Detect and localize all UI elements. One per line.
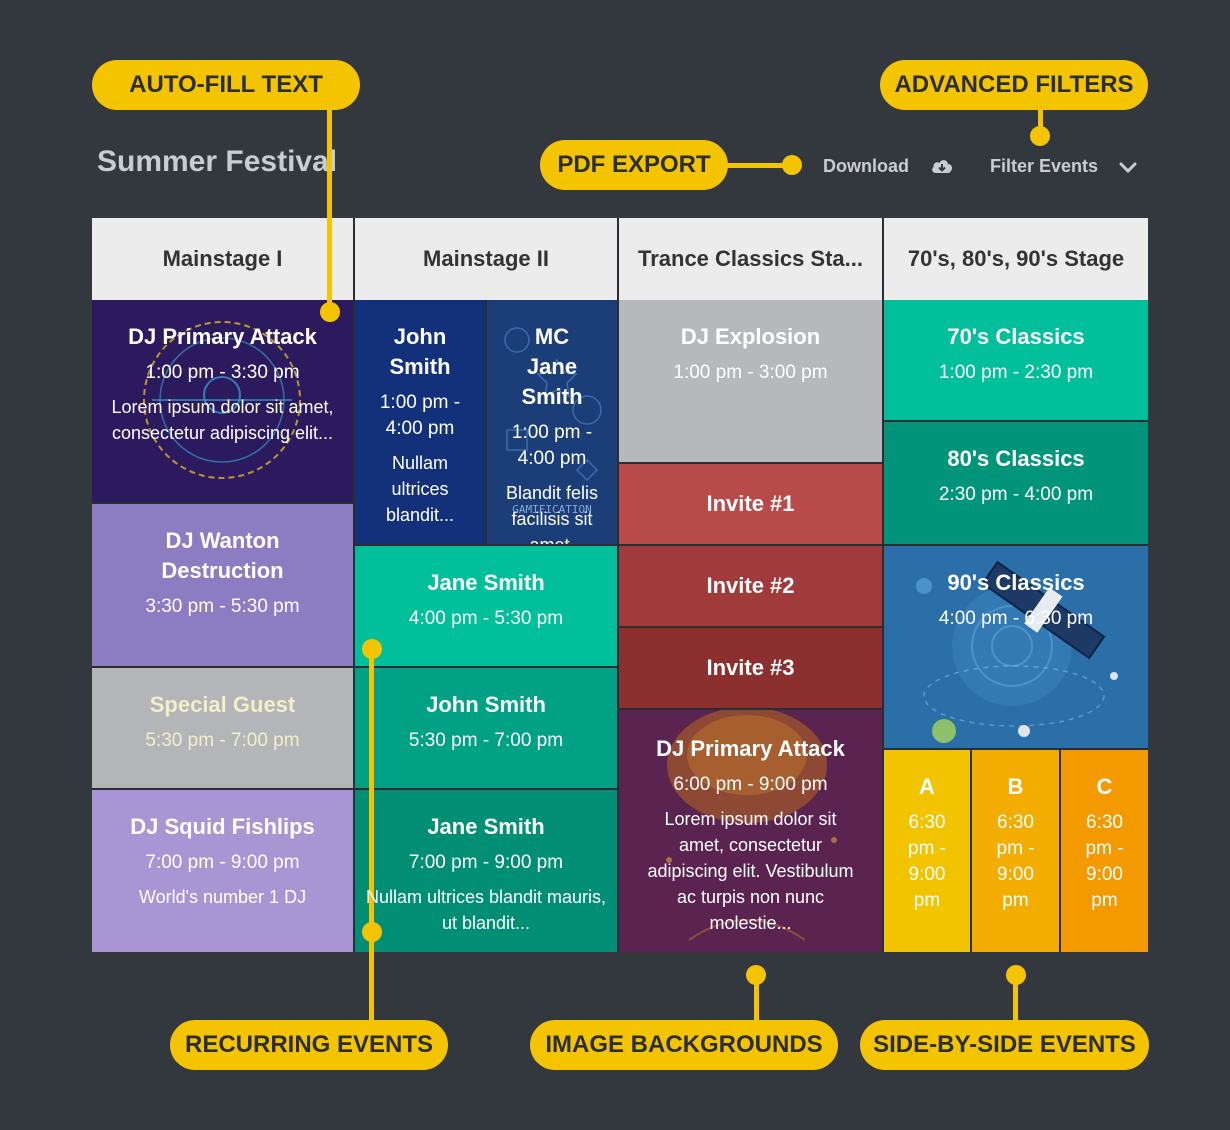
event-side-a[interactable]: A 6:30 pm - 9:00 pm xyxy=(884,750,970,952)
event-description: Lorem ipsum dolor sit amet, consectetur … xyxy=(111,397,334,443)
event-time: 7:00 pm - 9:00 pm xyxy=(408,852,564,873)
event-invite-1[interactable]: Invite #1 xyxy=(619,464,882,544)
event-description: Blandit felis facilisis sit amet. xyxy=(505,483,599,544)
event-title: DJ Wanton Destruction xyxy=(161,528,284,583)
event-side-b[interactable]: B 6:30 pm - 9:00 pm xyxy=(972,750,1059,952)
schedule-grid: Mainstage I Mainstage II Trance Classics… xyxy=(92,218,1148,952)
event-90s-classics[interactable]: 90's Classics 4:00 pm - 6:30 pm xyxy=(884,546,1148,748)
download-button[interactable]: Download xyxy=(823,156,909,176)
callout-image-backgrounds: IMAGE BACKGROUNDS xyxy=(530,1020,838,1070)
cloud-download-icon[interactable] xyxy=(930,155,954,177)
image-backgrounds-connector xyxy=(754,975,759,1025)
event-invite-3[interactable]: Invite #3 xyxy=(619,628,882,708)
event-time: 3:30 pm - 5:30 pm xyxy=(145,596,300,617)
event-time: 7:00 pm - 9:00 pm xyxy=(145,852,300,873)
event-description: Nullam ultrices blandit... xyxy=(385,453,455,525)
event-description: World's number 1 DJ xyxy=(138,887,307,907)
event-title: John Smith xyxy=(426,692,546,717)
event-time: 1:00 pm - 3:00 pm xyxy=(673,362,828,383)
event-title: Invite #3 xyxy=(706,655,795,680)
event-time: 1:00 pm - 2:30 pm xyxy=(938,362,1094,383)
advanced-filters-dot xyxy=(1030,126,1050,146)
event-title: DJ Primary Attack xyxy=(656,736,845,761)
callout-advanced-filters: ADVANCED FILTERS xyxy=(880,60,1148,110)
callout-recurring-events: RECURRING EVENTS xyxy=(170,1020,448,1070)
event-title: MC Jane Smith xyxy=(521,324,583,409)
callout-auto-fill-text: AUTO-FILL TEXT xyxy=(92,60,360,110)
event-title: C xyxy=(1096,774,1113,799)
event-jane-smith-7pm[interactable]: Jane Smith 7:00 pm - 9:00 pm Nullam ultr… xyxy=(355,790,617,952)
event-time: 4:00 pm - 6:30 pm xyxy=(938,608,1094,629)
event-time: 5:30 pm - 7:00 pm xyxy=(408,730,564,751)
event-mc-jane-smith[interactable]: GAMIFICATION MC Jane Smith 1:00 pm - 4:0… xyxy=(487,300,617,544)
lightbulb-pattern-background xyxy=(143,321,301,479)
coffee-pattern-background xyxy=(666,710,837,941)
satellite-background xyxy=(916,560,1118,743)
gamification-pattern-background: GAMIFICATION xyxy=(504,327,602,516)
event-title: 80's Classics xyxy=(947,446,1085,471)
callout-side-by-side-events: SIDE-BY-SIDE EVENTS xyxy=(860,1020,1149,1070)
event-john-smith-early[interactable]: John Smith 1:00 pm - 4:00 pm Nullam ultr… xyxy=(355,300,485,544)
event-title: John Smith xyxy=(389,324,451,379)
event-title: Jane Smith xyxy=(427,570,545,595)
event-time: 6:30 pm - 9:00 pm xyxy=(1085,812,1124,911)
event-time: 5:30 pm - 7:00 pm xyxy=(145,730,300,751)
event-john-smith-530pm[interactable]: John Smith 5:30 pm - 7:00 pm xyxy=(355,668,617,788)
chevron-down-icon[interactable] xyxy=(1119,162,1137,174)
event-title: Special Guest xyxy=(149,692,296,717)
event-title: Invite #2 xyxy=(706,573,795,598)
event-dj-primary-attack[interactable]: DJ Primary Attack 1:00 pm - 3:30 pm Lore… xyxy=(92,300,353,502)
event-jane-smith-4pm[interactable]: Jane Smith 4:00 pm - 5:30 pm xyxy=(355,546,617,666)
event-time: 1:00 pm - 3:30 pm xyxy=(145,362,300,383)
event-title: 70's Classics xyxy=(947,324,1085,349)
event-title: A xyxy=(919,774,935,799)
auto-fill-connector xyxy=(327,100,332,312)
event-time: 4:00 pm - 5:30 pm xyxy=(408,608,564,629)
recurring-connector xyxy=(369,649,374,1025)
event-title: Jane Smith xyxy=(427,814,545,839)
column-header-decades-stage[interactable]: 70's, 80's, 90's Stage xyxy=(884,218,1148,300)
event-title: Invite #1 xyxy=(706,491,795,516)
event-dj-primary-attack-trance[interactable]: DJ Primary Attack 6:00 pm - 9:00 pm Lore… xyxy=(619,710,882,952)
event-invite-2[interactable]: Invite #2 xyxy=(619,546,882,626)
event-title: DJ Explosion xyxy=(680,324,821,349)
event-80s-classics[interactable]: 80's Classics 2:30 pm - 4:00 pm xyxy=(884,422,1148,544)
event-description: Lorem ipsum dolor sit amet, consectetur … xyxy=(647,809,854,933)
event-time: 2:30 pm - 4:00 pm xyxy=(938,484,1094,505)
page-title: Summer Festival xyxy=(97,145,338,178)
column-header-trance[interactable]: Trance Classics Sta... xyxy=(619,218,882,300)
event-dj-explosion[interactable]: DJ Explosion 1:00 pm - 3:00 pm xyxy=(619,300,882,462)
column-header-mainstage-1[interactable]: Mainstage I xyxy=(92,218,353,300)
pdf-export-connector xyxy=(720,163,790,168)
auto-fill-dot xyxy=(320,302,340,322)
event-description: Nullam ultrices blandit mauris, ut bland… xyxy=(365,887,607,933)
event-title: B xyxy=(1007,774,1024,799)
event-dj-squid-fishlips[interactable]: DJ Squid Fishlips 7:00 pm - 9:00 pm Worl… xyxy=(92,790,353,952)
event-title: DJ Squid Fishlips xyxy=(130,814,315,839)
pdf-export-dot xyxy=(782,155,802,175)
side-by-side-dot xyxy=(1006,965,1026,985)
side-by-side-connector xyxy=(1013,975,1018,1025)
event-special-guest[interactable]: Special Guest 5:30 pm - 7:00 pm xyxy=(92,668,353,788)
event-title: DJ Primary Attack xyxy=(128,324,317,349)
column-header-mainstage-2[interactable]: Mainstage II xyxy=(355,218,617,300)
event-title: 90's Classics xyxy=(947,570,1085,595)
event-70s-classics[interactable]: 70's Classics 1:00 pm - 2:30 pm xyxy=(884,300,1148,420)
filter-events-dropdown[interactable]: Filter Events xyxy=(990,156,1099,176)
event-time: 6:30 pm - 9:00 pm xyxy=(908,812,946,911)
event-time: 6:00 pm - 9:00 pm xyxy=(673,774,828,795)
gamification-watermark: GAMIFICATION xyxy=(512,503,591,516)
event-time: 6:30 pm - 9:00 pm xyxy=(996,812,1035,911)
event-time: 1:00 pm - 4:00 pm xyxy=(511,422,593,469)
recurring-dot-2 xyxy=(362,922,382,942)
recurring-dot-1 xyxy=(362,639,382,659)
callout-pdf-export: PDF EXPORT xyxy=(540,140,728,190)
event-side-c[interactable]: C 6:30 pm - 9:00 pm xyxy=(1061,750,1148,952)
event-dj-wanton-destruction[interactable]: DJ Wanton Destruction 3:30 pm - 5:30 pm xyxy=(92,504,353,666)
event-time: 1:00 pm - 4:00 pm xyxy=(379,392,461,439)
advanced-filters-connector xyxy=(1038,100,1043,132)
image-backgrounds-dot xyxy=(746,965,766,985)
